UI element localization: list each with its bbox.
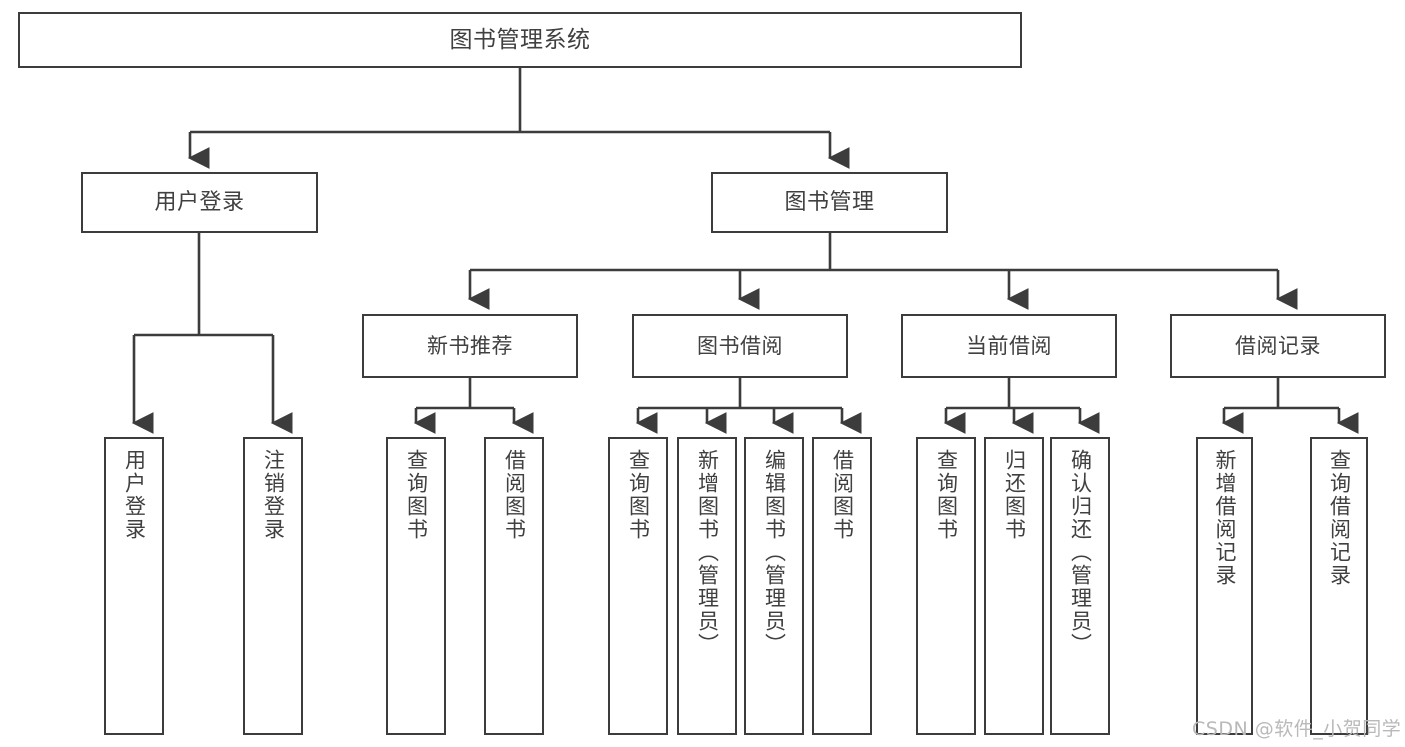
leaf-record-add-borrow-record[interactable]: 新增借阅记录: [1196, 437, 1253, 735]
node-label: 图书管理系统: [449, 26, 591, 53]
node-label: 新增图书（管理员）: [695, 449, 720, 656]
node-borrow-record[interactable]: 借阅记录: [1170, 314, 1386, 378]
leaf-new-book-query[interactable]: 查询图书: [386, 437, 446, 735]
node-label: 借阅图书: [502, 449, 527, 541]
node-user-login[interactable]: 用户登录: [81, 172, 318, 233]
node-label: 图书借阅: [697, 333, 783, 358]
node-label: 确认归还（管理员）: [1068, 449, 1093, 656]
node-label: 查询借阅记录: [1327, 449, 1352, 587]
leaf-current-return-book[interactable]: 归还图书: [984, 437, 1044, 735]
node-label: 查询图书: [934, 449, 959, 541]
node-label: 新书推荐: [427, 333, 513, 358]
node-book-borrow[interactable]: 图书借阅: [632, 314, 848, 378]
leaf-borrow-add-book-admin[interactable]: 新增图书（管理员）: [677, 437, 737, 735]
node-label: 借阅记录: [1235, 333, 1321, 358]
leaf-user-login-login[interactable]: 用户登录: [104, 437, 164, 735]
leaf-current-confirm-return-admin[interactable]: 确认归还（管理员）: [1050, 437, 1110, 735]
node-label: 查询图书: [626, 449, 651, 541]
node-label: 当前借阅: [966, 333, 1052, 358]
csdn-watermark: CSDN @软件_小贺同学: [1192, 718, 1402, 740]
leaf-borrow-borrow-book[interactable]: 借阅图书: [812, 437, 872, 735]
node-current-borrow[interactable]: 当前借阅: [901, 314, 1117, 378]
node-label: 查询图书: [404, 449, 429, 541]
node-root-system[interactable]: 图书管理系统: [18, 12, 1022, 68]
node-book-management[interactable]: 图书管理: [711, 172, 948, 233]
node-label: 用户登录: [122, 449, 147, 541]
leaf-current-query-book[interactable]: 查询图书: [916, 437, 976, 735]
node-label: 图书管理: [784, 189, 875, 215]
leaf-new-book-borrow[interactable]: 借阅图书: [484, 437, 544, 735]
node-label: 归还图书: [1002, 449, 1027, 541]
node-label: 借阅图书: [830, 449, 855, 541]
node-label: 用户登录: [154, 189, 245, 215]
node-new-book-recommend[interactable]: 新书推荐: [362, 314, 578, 378]
node-label: 注销登录: [261, 449, 286, 541]
leaf-borrow-query-book[interactable]: 查询图书: [608, 437, 668, 735]
node-label: 新增借阅记录: [1213, 449, 1237, 587]
leaf-borrow-edit-book-admin[interactable]: 编辑图书（管理员）: [744, 437, 804, 735]
leaf-record-query-borrow-record[interactable]: 查询借阅记录: [1310, 437, 1368, 735]
leaf-user-login-logout[interactable]: 注销登录: [243, 437, 303, 735]
node-label: 编辑图书（管理员）: [762, 449, 787, 656]
